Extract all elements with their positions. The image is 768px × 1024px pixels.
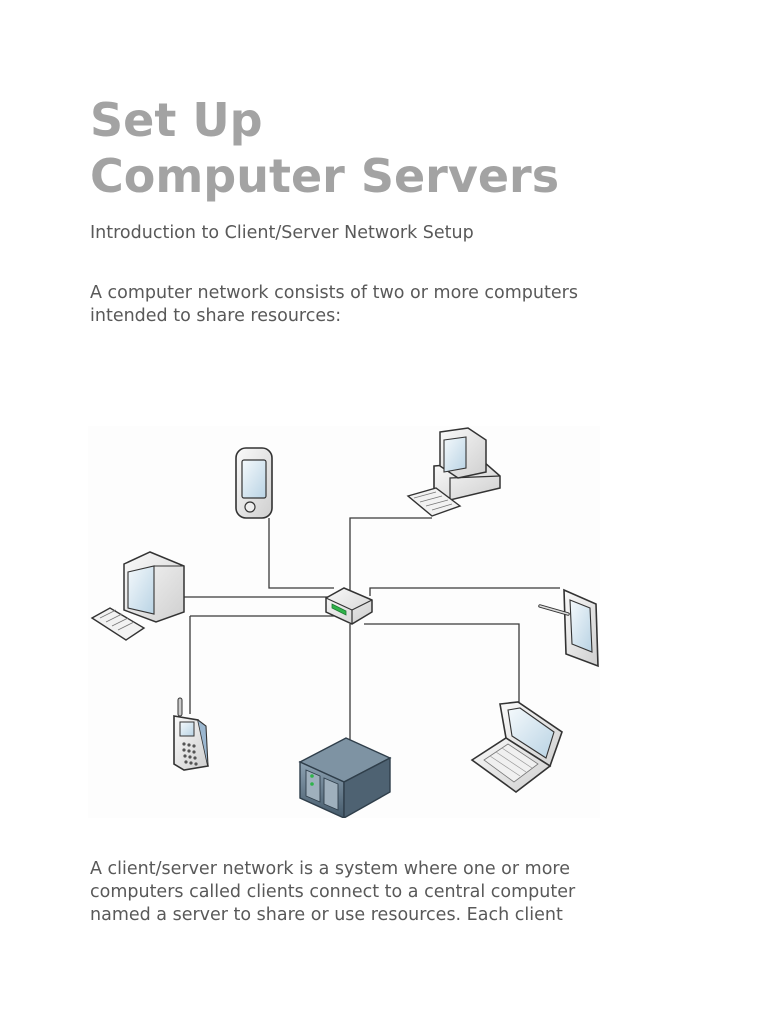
intro-paragraph: A computer network consists of two or mo… bbox=[90, 282, 578, 328]
network-switch-icon bbox=[325, 587, 373, 625]
title-line-1: Set Up bbox=[90, 93, 263, 147]
server-icon bbox=[298, 737, 392, 818]
intro-line-2: intended to share resources: bbox=[90, 306, 342, 326]
laptop-icon bbox=[470, 701, 563, 793]
page-title: Set Up Computer Servers bbox=[90, 92, 559, 204]
desktop-monitor-icon bbox=[90, 551, 185, 641]
intro-line-1: A computer network consists of two or mo… bbox=[90, 283, 578, 303]
pda-icon bbox=[235, 447, 273, 519]
network-diagram bbox=[88, 426, 600, 818]
desktop-tower-icon bbox=[406, 427, 501, 517]
body-line-3: named a server to share or use resources… bbox=[90, 905, 563, 925]
body-paragraph: A client/server network is a system wher… bbox=[90, 858, 575, 927]
connection-lines bbox=[182, 517, 560, 744]
tablet-icon bbox=[538, 588, 599, 668]
body-line-1: A client/server network is a system wher… bbox=[90, 859, 570, 879]
cell-phone-icon bbox=[173, 697, 209, 771]
page-subtitle: Introduction to Client/Server Network Se… bbox=[90, 223, 474, 243]
title-line-2: Computer Servers bbox=[90, 149, 560, 203]
body-line-2: computers called clients connect to a ce… bbox=[90, 882, 576, 902]
